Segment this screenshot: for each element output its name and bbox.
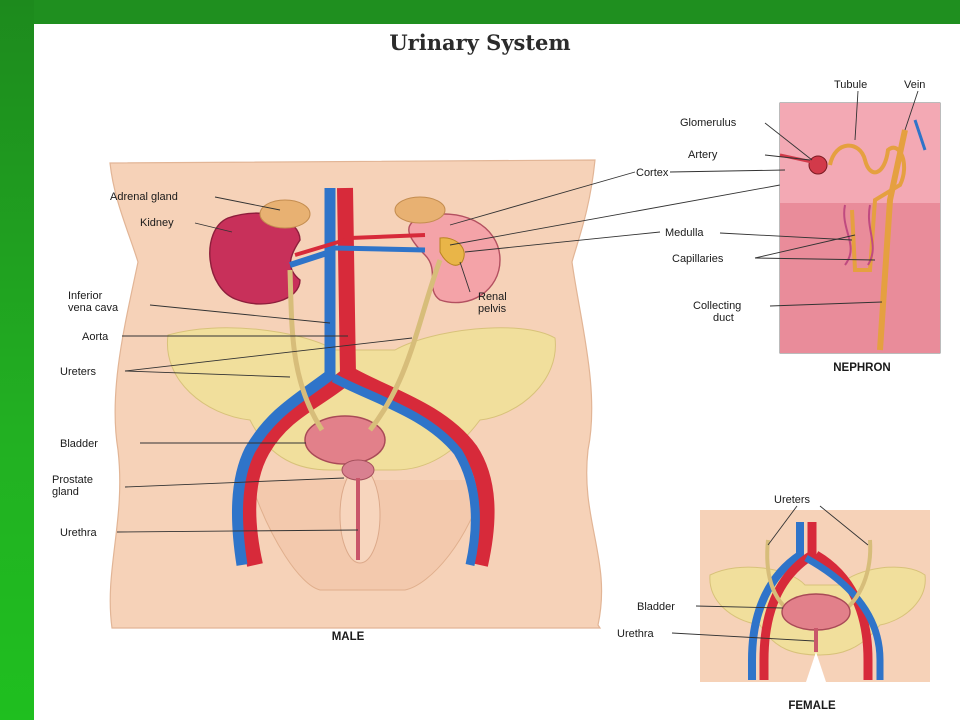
label-renal-1: Renal xyxy=(478,291,507,303)
label-capillaries: Capillaries xyxy=(672,253,724,265)
label-adrenal-gland: Adrenal gland xyxy=(110,191,178,203)
female-vena-cava-right xyxy=(804,554,884,680)
label-female-bladder: Bladder xyxy=(637,601,675,613)
male-labels: Adrenal gland Kidney Inferior vena cava … xyxy=(52,191,507,643)
label-female-ureters: Ureters xyxy=(774,494,811,506)
vena-cava-right-branch xyxy=(331,374,480,566)
nephron-labels: Glomerulus Artery Cortex Medulla Capilla… xyxy=(636,79,925,374)
label-collecting-1: Collecting xyxy=(693,300,741,312)
right-ureter xyxy=(368,259,443,432)
label-prostate-1: Prostate xyxy=(52,474,93,486)
renal-pelvis xyxy=(439,237,465,266)
left-ureter xyxy=(287,269,325,432)
green-left-border xyxy=(0,0,34,720)
label-medulla: Medulla xyxy=(665,227,704,239)
label-collecting-2: duct xyxy=(713,312,734,324)
label-glomerulus: Glomerulus xyxy=(680,117,737,129)
label-urethra: Urethra xyxy=(60,527,98,539)
caption-female: FEMALE xyxy=(788,700,836,712)
aorta-right-branch xyxy=(346,368,495,567)
right-adrenal-gland xyxy=(394,196,446,224)
page-title: Urinary System xyxy=(389,30,571,55)
label-kidney: Kidney xyxy=(140,217,174,229)
label-vein: Vein xyxy=(904,79,925,91)
left-renal-vein xyxy=(289,249,331,268)
green-top-border xyxy=(0,0,960,24)
male-leaders xyxy=(116,171,781,533)
right-renal-vein xyxy=(334,245,426,253)
label-ureters: Ureters xyxy=(60,366,97,378)
left-adrenal-gland xyxy=(259,199,311,229)
label-inferior-vena-cava-2: vena cava xyxy=(68,302,119,314)
vena-cava xyxy=(232,188,336,566)
label-tubule: Tubule xyxy=(834,79,867,91)
label-inferior-vena-cava-1: Inferior xyxy=(68,290,103,302)
label-bladder: Bladder xyxy=(60,438,98,450)
left-renal-artery xyxy=(294,238,346,257)
aorta xyxy=(240,187,357,567)
label-female-urethra: Urethra xyxy=(617,628,655,640)
female-figure xyxy=(700,510,930,682)
nephron-tubule xyxy=(828,143,906,272)
label-renal-2: pelvis xyxy=(478,303,507,315)
label-aorta: Aorta xyxy=(82,331,109,343)
right-renal-vessel xyxy=(349,233,426,240)
label-prostate-2: gland xyxy=(52,486,79,498)
male-figure xyxy=(109,159,603,629)
nephron-vein xyxy=(913,119,927,151)
glomerulus xyxy=(808,155,828,175)
female-bladder xyxy=(781,593,851,631)
female-legs-gap xyxy=(806,652,826,682)
prostate xyxy=(341,459,375,481)
nephron-figure xyxy=(779,102,941,354)
nephron-leaders xyxy=(669,90,919,307)
caption-nephron: NEPHRON xyxy=(833,362,891,374)
label-cortex: Cortex xyxy=(636,167,669,179)
caption-male: MALE xyxy=(332,631,365,643)
label-artery: Artery xyxy=(688,149,718,161)
female-labels: Ureters Bladder Urethra FEMALE xyxy=(617,494,836,712)
nephron-medulla xyxy=(780,203,940,353)
female-leaders xyxy=(671,505,869,642)
female-vena-cava xyxy=(748,522,804,680)
